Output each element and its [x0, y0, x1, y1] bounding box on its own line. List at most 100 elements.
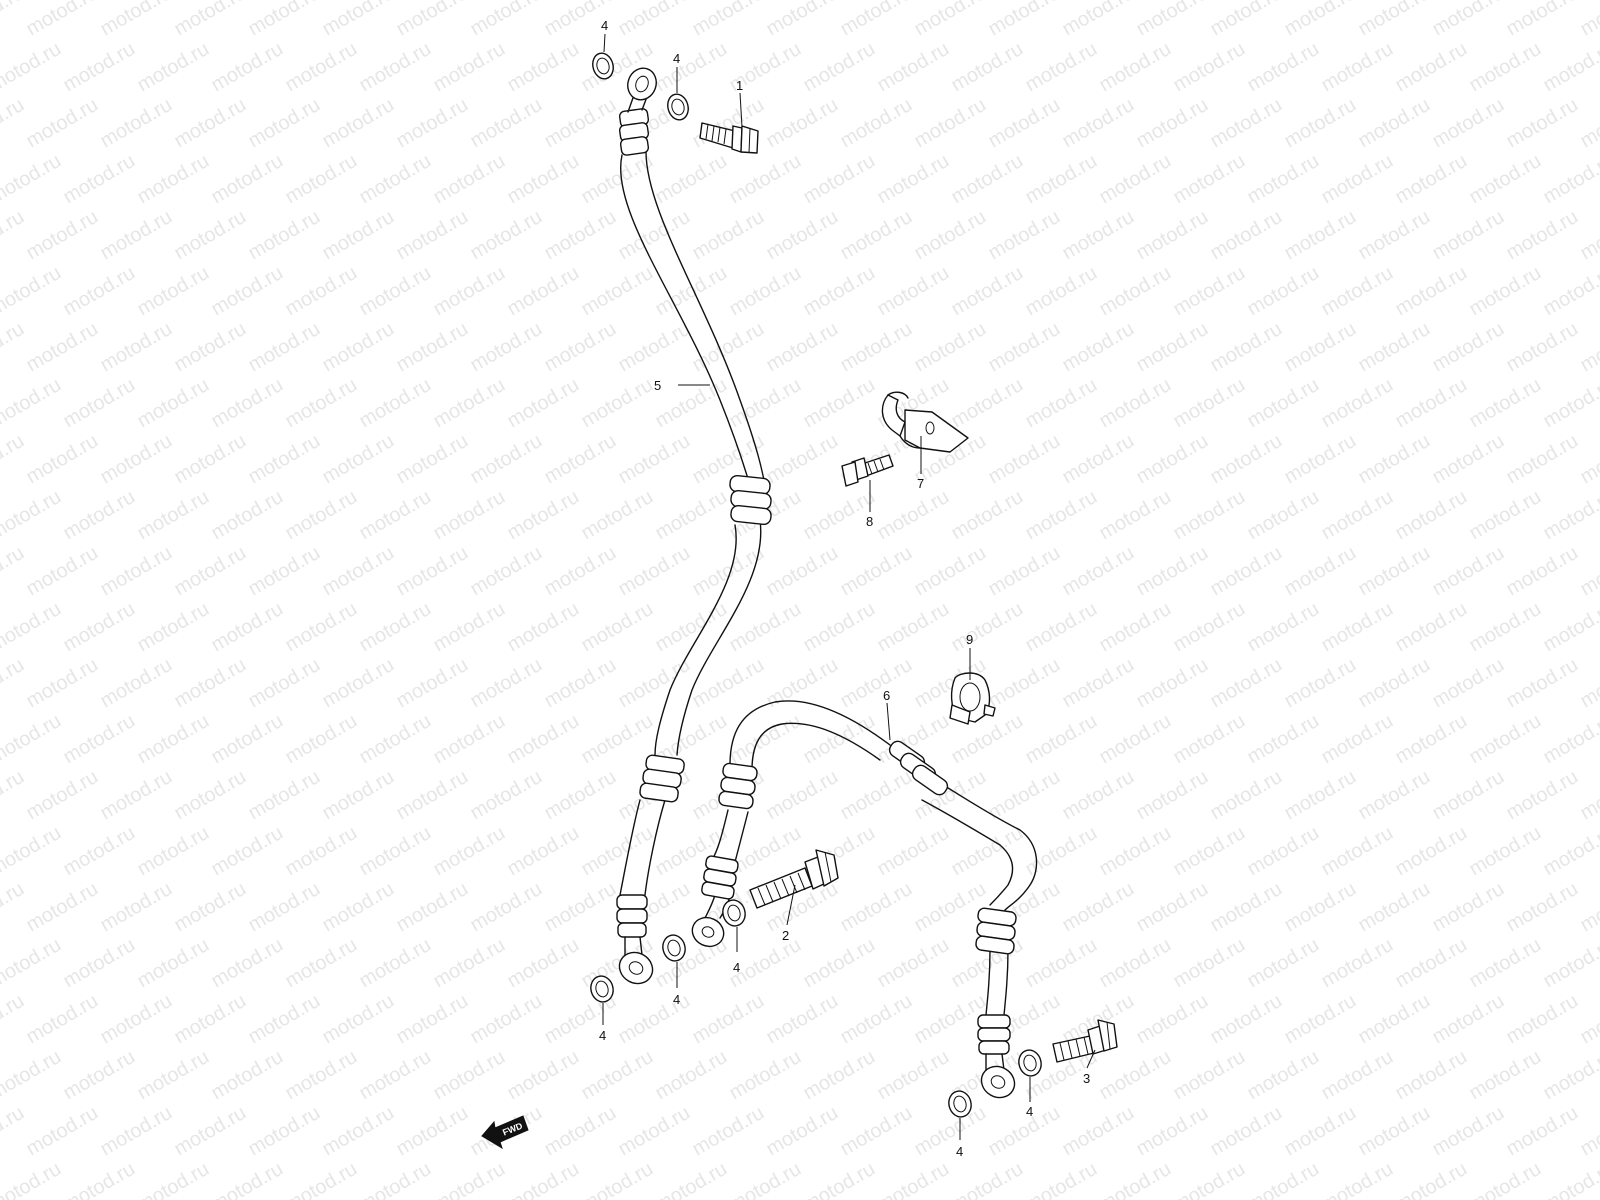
watermark-text: motod.ru	[541, 766, 620, 825]
watermark-text: motod.ru	[1170, 1046, 1249, 1105]
watermark-text: motod.ru	[1207, 766, 1286, 825]
watermark-text: motod.ru	[763, 990, 842, 1049]
watermark-text: motod.ru	[1244, 934, 1323, 993]
watermark-text: motod.ru	[393, 430, 472, 489]
watermark-text: motod.ru	[356, 934, 435, 993]
watermark-text: motod.ru	[430, 374, 509, 433]
watermark-text: motod.ru	[319, 94, 398, 153]
callout-3: 3	[1083, 1071, 1090, 1086]
watermark-text: motod.ru	[578, 822, 657, 881]
watermark-text: motod.ru	[578, 598, 657, 657]
watermark-text: motod.ru	[1096, 374, 1175, 433]
watermark-text: motod.ru	[282, 1046, 361, 1105]
watermark-text: motod.ru	[1170, 150, 1249, 209]
watermark-text: motod.ru	[1429, 206, 1508, 265]
watermark-text: motod.ru	[1022, 150, 1101, 209]
watermark-text: motod.ru	[726, 1046, 805, 1105]
watermark-text: motod.ru	[1355, 990, 1434, 1049]
watermark-text: motod.ru	[1096, 150, 1175, 209]
watermark-text: motod.ru	[245, 990, 324, 1049]
watermark-text: motod.ru	[1170, 822, 1249, 881]
watermark-text: motod.ru	[1392, 262, 1471, 321]
watermark-text: motod.ru	[1503, 94, 1582, 153]
watermark-text: motod.ru	[319, 206, 398, 265]
watermark-text: motod.ru	[23, 766, 102, 825]
watermark-text: motod.ru	[1392, 934, 1471, 993]
union-bolt-1	[699, 122, 759, 154]
watermark-text: motod.ru	[171, 990, 250, 1049]
watermark-text: motod.ru	[1059, 430, 1138, 489]
watermark-text: motod.ru	[60, 262, 139, 321]
watermark-text: motod.ru	[1540, 262, 1600, 321]
watermark-text: motod.ru	[171, 542, 250, 601]
watermark-text: motod.ru	[60, 1046, 139, 1105]
watermark-text: motod.ru	[1355, 878, 1434, 937]
watermark-text: motod.ru	[763, 94, 842, 153]
watermark-text: motod.ru	[171, 654, 250, 713]
watermark-text: motod.ru	[1466, 262, 1545, 321]
watermark-text: motod.ru	[800, 710, 879, 769]
watermark-text: motod.ru	[800, 598, 879, 657]
watermark-text: motod.ru	[208, 822, 287, 881]
watermark-text: motod.ru	[1207, 542, 1286, 601]
watermark-text: motod.ru	[837, 318, 916, 377]
watermark-text: motod.ru	[763, 318, 842, 377]
watermark-text: motod.ru	[763, 206, 842, 265]
watermark-text: motod.ru	[0, 1046, 65, 1105]
watermark-text: motod.ru	[356, 598, 435, 657]
watermark-text: motod.ru	[1540, 598, 1600, 657]
washer-4d	[662, 934, 686, 962]
watermark-text: motod.ru	[23, 542, 102, 601]
watermark-text: motod.ru	[874, 150, 953, 209]
watermark-text: motod.ru	[1059, 0, 1138, 40]
watermark-text: motod.ru	[1133, 542, 1212, 601]
watermark-text: motod.ru	[0, 766, 28, 825]
watermark-text: motod.ru	[726, 1158, 805, 1200]
watermark-text: motod.ru	[430, 1046, 509, 1105]
watermark-text: motod.ru	[23, 318, 102, 377]
watermark-text: motod.ru	[1466, 710, 1545, 769]
watermark-text: motod.ru	[245, 766, 324, 825]
watermark-text: motod.ru	[615, 654, 694, 713]
watermark-text: motod.ru	[430, 38, 509, 97]
watermark-text: motod.ru	[393, 990, 472, 1049]
watermark-text: motod.ru	[504, 262, 583, 321]
watermark-text: motod.ru	[1429, 0, 1508, 40]
watermark-text: motod.ru	[1059, 654, 1138, 713]
watermark-text: motod.ru	[319, 990, 398, 1049]
watermark-text: motod.ru	[393, 1102, 472, 1161]
watermark-text: motod.ru	[763, 654, 842, 713]
watermark-text: motod.ru	[541, 654, 620, 713]
watermark-text: motod.ru	[134, 150, 213, 209]
watermark-text: motod.ru	[615, 318, 694, 377]
watermark-text: motod.ru	[393, 542, 472, 601]
watermark-text: motod.ru	[800, 1046, 879, 1105]
watermark-text: motod.ru	[1318, 262, 1397, 321]
watermark-text: motod.ru	[1318, 710, 1397, 769]
watermark-text: motod.ru	[1207, 0, 1286, 40]
watermark-text: motod.ru	[1429, 430, 1508, 489]
watermark-text: motod.ru	[1096, 822, 1175, 881]
watermark-text: motod.ru	[1133, 1102, 1212, 1161]
watermark-text: motod.ru	[1170, 38, 1249, 97]
watermark-text: motod.ru	[1503, 990, 1582, 1049]
watermark-text: motod.ru	[467, 654, 546, 713]
watermark-text: motod.ru	[23, 654, 102, 713]
watermark-text: motod.ru	[874, 38, 953, 97]
watermark-text: motod.ru	[467, 766, 546, 825]
watermark-text: motod.ru	[1281, 654, 1360, 713]
watermark-text: motod.ru	[282, 934, 361, 993]
watermark-text: motod.ru	[1096, 1046, 1175, 1105]
watermark-text: motod.ru	[245, 878, 324, 937]
watermark-text: motod.ru	[208, 262, 287, 321]
watermark-text: motod.ru	[1466, 486, 1545, 545]
watermark-text: motod.ru	[60, 1158, 139, 1200]
watermark-text: motod.ru	[23, 990, 102, 1049]
watermark-text: motod.ru	[1096, 710, 1175, 769]
hose-5-lower-fitting	[616, 894, 654, 985]
watermark-text: motod.ru	[1392, 374, 1471, 433]
watermark-text: motod.ru	[948, 374, 1027, 433]
watermark-text: motod.ru	[763, 430, 842, 489]
watermark-text: motod.ru	[1244, 262, 1323, 321]
